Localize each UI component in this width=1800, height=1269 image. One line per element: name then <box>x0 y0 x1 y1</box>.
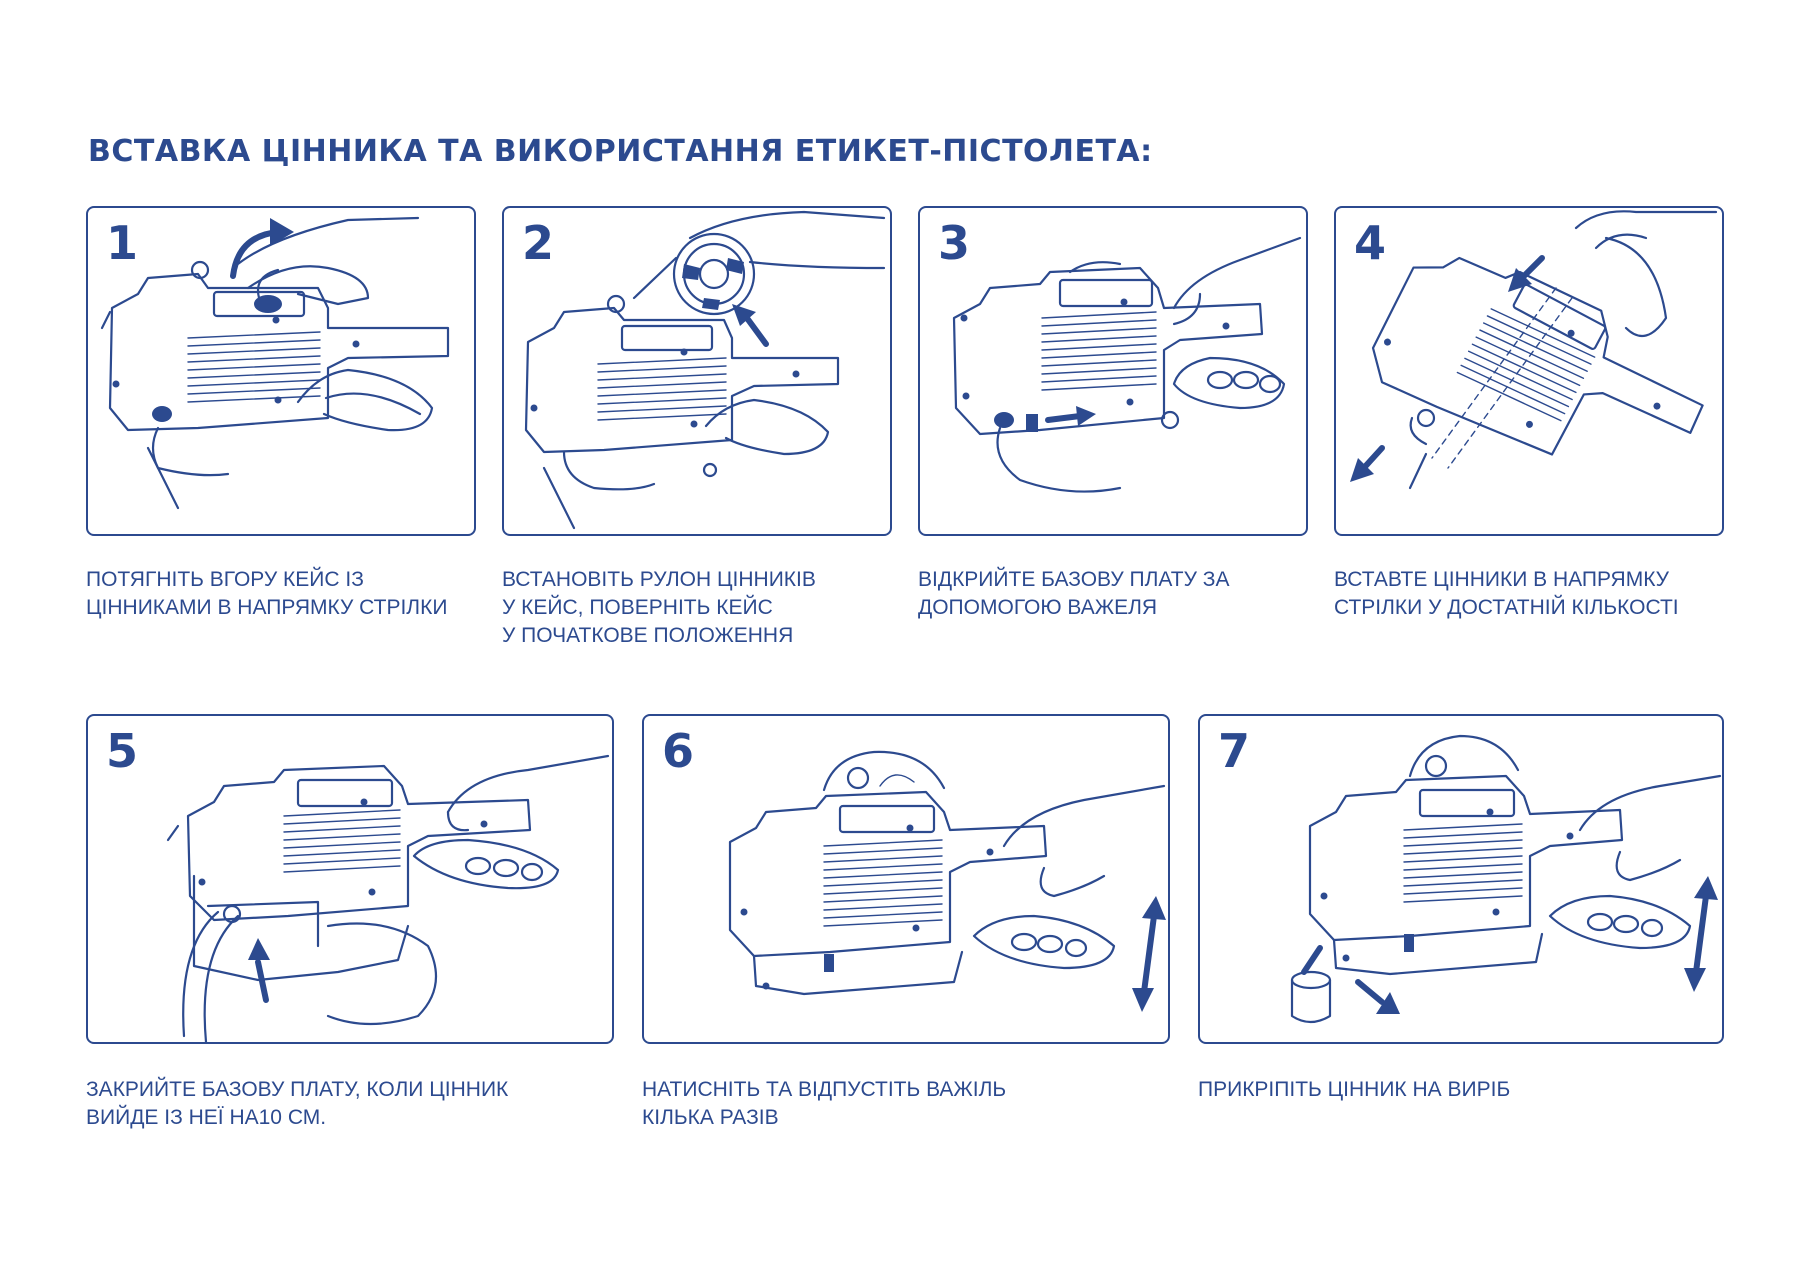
caption-line: СТРІЛКИ У ДОСТАТНІЙ КІЛЬКОСТІ <box>1334 596 1679 619</box>
step-number: 2 <box>522 216 555 270</box>
step-number: 7 <box>1218 724 1251 778</box>
caption-line: ЗАКРИЙТЕ БАЗОВУ ПЛАТУ, КОЛИ ЦІННИК <box>86 1078 509 1101</box>
labeler-gun-thread-labels-icon <box>1350 210 1718 490</box>
step-7-caption: ПРИКРІПІТЬ ЦІННИК НА ВИРІБ <box>1198 1076 1510 1104</box>
caption-line: ВСТАНОВІТЬ РУЛОН ЦІННИКІВ <box>502 568 816 591</box>
step-number: 4 <box>1354 216 1387 270</box>
caption-line: У ПОЧАТКОВЕ ПОЛОЖЕННЯ <box>502 624 794 647</box>
step-6-caption: НАТИСНІТЬ ТА ВІДПУСТІТЬ ВАЖІЛЬ КІЛЬКА РА… <box>642 1076 1006 1132</box>
step-2-caption: ВСТАНОВІТЬ РУЛОН ЦІННИКІВ У КЕЙС, ПОВЕРН… <box>502 566 816 650</box>
caption-line: ЦІННИКАМИ В НАПРЯМКУ СТРІЛКИ <box>86 596 448 619</box>
caption-line: ВСТАВТЕ ЦІННИКИ В НАПРЯМКУ <box>1334 568 1670 591</box>
step-3-caption: ВІДКРИЙТЕ БАЗОВУ ПЛАТУ ЗА ДОПОМОГОЮ ВАЖЕ… <box>918 566 1229 622</box>
labeler-gun-squeeze-trigger-icon <box>728 750 1166 1012</box>
caption-line: ПОТЯГНІТЬ ВГОРУ КЕЙС ІЗ <box>86 568 364 591</box>
labeler-gun-insert-roll-icon <box>524 210 886 530</box>
step-3-panel: 3 <box>918 206 1308 536</box>
step-6-panel: 6 <box>642 714 1170 1044</box>
labeler-gun-open-plate-icon <box>952 236 1302 493</box>
caption-line: ВИЙДЕ ІЗ НЕЇ НА10 СМ. <box>86 1106 327 1129</box>
caption-line: ВІДКРИЙТЕ БАЗОВУ ПЛАТУ ЗА <box>918 568 1230 591</box>
step-7-panel: 7 <box>1198 714 1724 1044</box>
step-4-panel: 4 <box>1334 206 1724 536</box>
caption-line: У КЕЙС, ПОВЕРНІТЬ КЕЙС <box>502 596 773 619</box>
step-number: 6 <box>662 724 695 778</box>
step-1-caption: ПОТЯГНІТЬ ВГОРУ КЕЙС ІЗ ЦІННИКАМИ В НАПР… <box>86 566 447 622</box>
step-number: 5 <box>106 724 139 778</box>
step-number: 3 <box>938 216 971 270</box>
step-4-caption: ВСТАВТЕ ЦІННИКИ В НАПРЯМКУ СТРІЛКИ У ДОС… <box>1334 566 1679 622</box>
labeler-gun-lift-case-icon <box>100 216 450 510</box>
labeler-gun-close-plate-icon <box>166 754 610 1042</box>
step-number: 1 <box>106 216 139 270</box>
caption-line: ДОПОМОГОЮ ВАЖЕЛЯ <box>918 596 1158 619</box>
step-1-panel: 1 <box>86 206 476 536</box>
step-5-caption: ЗАКРИЙТЕ БАЗОВУ ПЛАТУ, КОЛИ ЦІННИК ВИЙДЕ… <box>86 1076 508 1132</box>
caption-line: КІЛЬКА РАЗІВ <box>642 1106 779 1129</box>
labeler-gun-apply-label-icon <box>1290 734 1722 1024</box>
step-2-panel: 2 <box>502 206 892 536</box>
caption-line: НАТИСНІТЬ ТА ВІДПУСТІТЬ ВАЖІЛЬ <box>642 1078 1007 1101</box>
page-title: ВСТАВКА ЦІННИКА ТА ВИКОРИСТАННЯ ЕТИКЕТ-П… <box>88 134 1153 169</box>
caption-line: ПРИКРІПІТЬ ЦІННИК НА ВИРІБ <box>1198 1078 1511 1101</box>
step-5-panel: 5 <box>86 714 614 1044</box>
